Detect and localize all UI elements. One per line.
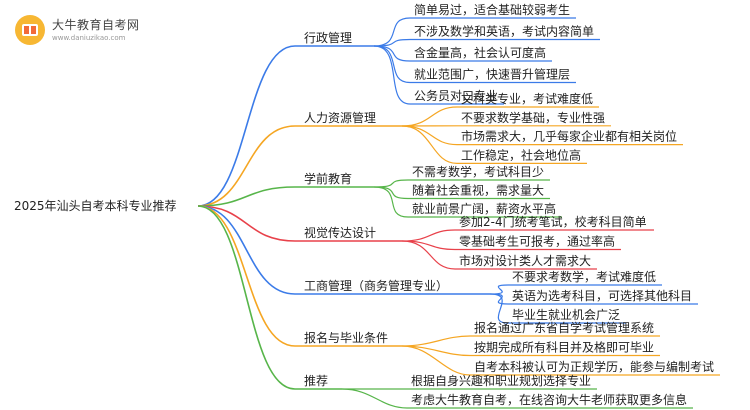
branch-leaf-edge <box>401 125 458 164</box>
brand-url: www.daniuzikao.com <box>52 34 126 42</box>
branch-leaf-edge <box>373 179 409 188</box>
branch-leaf-edge <box>489 293 509 324</box>
leaf-label: 不要求数学基础，专业性强 <box>461 110 605 125</box>
leaf-label: 自考本科被认可为正规学历，能参与编制考试 <box>474 359 714 374</box>
root-branch-edge <box>197 125 296 207</box>
leaf-label: 参加2-4门统考笔试，校考科目简单 <box>459 214 647 229</box>
branch-label: 工商管理（商务管理专业） <box>304 278 448 293</box>
leaf-label: 按期完成所有科目并及格即可毕业 <box>474 340 654 355</box>
leaf-label: 文科类专业，考试难度低 <box>461 91 593 106</box>
branch-label: 报名与毕业条件 <box>304 330 388 345</box>
branch-label: 学前教育 <box>304 171 352 186</box>
branch-label: 行政管理 <box>304 30 352 45</box>
leaf-label: 就业前景广阔，薪资水平高 <box>412 201 556 216</box>
leaf-label: 根据自身兴趣和职业规划选择专业 <box>411 373 591 388</box>
branch-leaf-edge <box>373 45 411 105</box>
leaf-label: 工作稳定，社会地位高 <box>461 147 581 162</box>
mindmap-edges <box>197 17 720 409</box>
brand-title: 大牛教育自考网 <box>52 18 140 32</box>
branch-leaf-edge <box>401 106 458 127</box>
branch-label: 视觉传达设计 <box>304 225 376 240</box>
mindmap-root: 2025年汕头自考本科专业推荐 <box>14 198 177 213</box>
branch-leaf-edge <box>401 240 456 270</box>
root-branch-edge <box>197 205 296 390</box>
root-branch-edge <box>197 186 296 207</box>
leaf-label: 随着社会重视，需求量大 <box>412 183 544 198</box>
leaf-label: 报名通过广东省自学考试管理系统 <box>474 320 654 335</box>
branch-label: 推荐 <box>304 374 328 388</box>
leaf-label: 含金量高，社会认可度高 <box>414 45 546 60</box>
leaf-label: 不需考数学，考试科目少 <box>412 164 544 179</box>
branch-leaf-edge <box>373 17 411 47</box>
branch-leaf-edge <box>489 284 509 295</box>
leaf-label: 零基础考生可报考，通过率高 <box>459 234 615 249</box>
root-branch-edge <box>197 45 296 207</box>
branch-leaf-edge <box>373 186 409 218</box>
branch-leaf-edge <box>401 229 456 242</box>
branch-leaf-edge <box>341 388 408 409</box>
leaf-label: 考虑大牛教育自考，在线咨询大牛老师获取更多信息 <box>411 392 687 407</box>
leaf-label: 不涉及数学和英语，考试内容简单 <box>414 24 594 39</box>
brand-logo: 大牛教育自考网 www.daniuzikao.com <box>14 12 164 52</box>
leaf-label: 英语为选考科目，可选择其他科目 <box>512 289 692 303</box>
root-branch-edge <box>197 205 296 347</box>
book-logo-icon <box>15 15 45 45</box>
root-branch-edge <box>197 205 296 295</box>
branch-leaf-edge <box>401 335 471 347</box>
leaf-label: 简单易过，适合基础较弱考生 <box>414 2 570 17</box>
leaf-label: 市场需求大，几乎每家企业都有相关岗位 <box>461 129 677 144</box>
mindmap-nodes: 行政管理 简单易过，适合基础较弱考生不涉及数学和英语，考试内容简单含金量高，社会认… <box>304 2 714 407</box>
leaf-label: 公务员对口专业 <box>414 88 498 103</box>
root-branch-edge <box>197 205 296 242</box>
branch-leaf-edge <box>401 345 471 376</box>
leaf-label: 毕业生就业机会广泛 <box>512 308 620 322</box>
leaf-label: 不要求考数学，考试难度低 <box>512 269 656 284</box>
branch-label: 人力资源管理 <box>304 110 376 125</box>
leaf-label: 就业范围广，快速晋升管理层 <box>414 67 570 82</box>
leaf-label: 市场对设计类人才需求大 <box>459 253 591 268</box>
